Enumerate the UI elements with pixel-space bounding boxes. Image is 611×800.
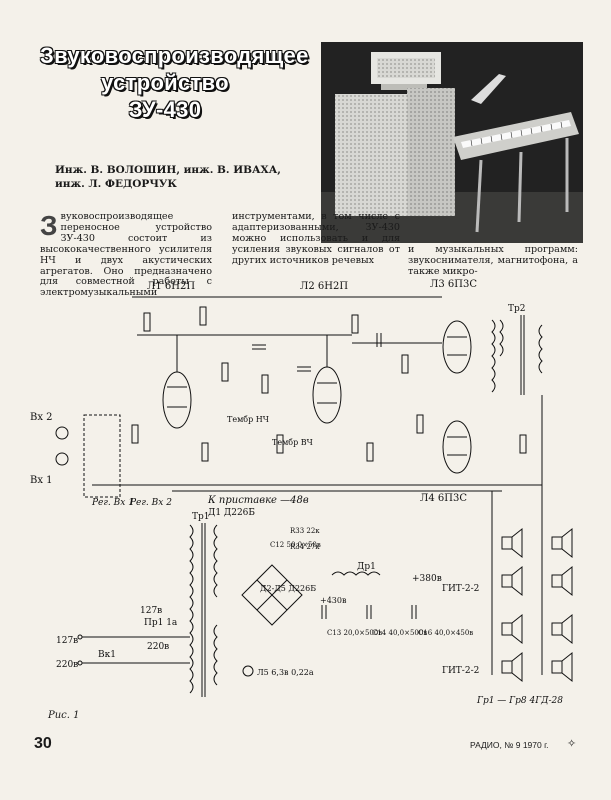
tweeter-1-label: ГИТ-2-2 bbox=[442, 584, 479, 594]
device-photo-art bbox=[321, 42, 583, 243]
r34-label: R34 27к bbox=[290, 543, 320, 551]
output-transformer bbox=[491, 315, 543, 395]
supply-rails bbox=[92, 296, 542, 492]
tr1-label: Тр1 bbox=[192, 512, 210, 522]
authors-line-1: Инж. В. ВОЛОШИН, инж. В. ИВАХА, bbox=[55, 164, 281, 176]
v430-label: +430в bbox=[320, 596, 347, 605]
article-title: Звуковоспроизводящее устройство ЗУ-430 bbox=[40, 42, 309, 123]
column-3-text: и музыкальных программ: звукоснимателя, … bbox=[408, 244, 578, 277]
power-transformer bbox=[189, 523, 218, 697]
pilot-lamp-label: Л5 6,3в 0,22а bbox=[257, 668, 314, 677]
reg-input-2-label: Рег. Вх 2 bbox=[129, 498, 172, 508]
authors: Инж. В. ВОЛОШИН, инж. В. ИВАХА, инж. Л. … bbox=[55, 163, 305, 191]
circuit-schematic: Л1 6Н2П Л2 6Н2П Л3 6П3С Л4 6П3С Тр2 bbox=[30, 279, 573, 706]
title-line-2: устройство bbox=[101, 70, 229, 95]
c14-label: С14 40,0×500в bbox=[372, 629, 427, 637]
v380-label: +380в bbox=[412, 574, 442, 584]
drop-cap: З bbox=[40, 210, 58, 241]
mains-220-tap-label: 220в bbox=[147, 642, 169, 652]
tone-hf-label: Тембр ВЧ bbox=[272, 438, 313, 447]
mains-terminal-1 bbox=[77, 634, 83, 640]
c12-label: С12 50,0×50в bbox=[270, 541, 321, 549]
footer-issue: РАДИО, № 9 1970 г. bbox=[470, 740, 549, 750]
speaker-group-2 bbox=[501, 613, 573, 683]
mains-terminal-2 bbox=[77, 660, 83, 666]
text-column-3: и музыкальных программ: звукоснимателя, … bbox=[408, 244, 578, 278]
diode-d1-label: Д1 Д226Б bbox=[208, 508, 255, 518]
tube-l3 bbox=[442, 320, 472, 374]
tube-l4 bbox=[442, 420, 472, 474]
input-1-label: Вх 1 bbox=[30, 475, 53, 486]
tone-lf-label: Тембр НЧ bbox=[227, 415, 269, 424]
tube-l1-label: Л1 6Н2П bbox=[147, 281, 195, 292]
device-photo bbox=[321, 42, 583, 243]
text-column-1: З вуковоспроизводящее переносное устройс… bbox=[40, 210, 212, 299]
mains-127-label: 127в bbox=[140, 606, 162, 616]
diode-bridge bbox=[241, 564, 303, 626]
attachment-label: К приставке —48в bbox=[207, 495, 309, 506]
column-2-text: инструментами, в том числе с адаптеризов… bbox=[232, 211, 400, 266]
tweeter-2-label: ГИТ-2-2 bbox=[442, 666, 479, 676]
speaker-group-1 bbox=[501, 527, 573, 597]
title-line-1: Звуковоспроизводящее bbox=[40, 43, 309, 68]
speakers-label: Гр1 — Гр8 4ГД-28 bbox=[476, 696, 563, 706]
tube-l2 bbox=[312, 335, 342, 424]
r33-label: R33 22к bbox=[290, 527, 320, 535]
title-line-3: ЗУ-430 bbox=[128, 97, 202, 122]
footer-ornament-icon: ✧ bbox=[567, 737, 577, 750]
input-2-label: Вх 2 bbox=[30, 412, 53, 423]
tube-l4-label: Л4 6П3С bbox=[420, 493, 467, 504]
mains-220-label: 220в bbox=[56, 660, 78, 670]
mains-127-input-label: 127в bbox=[56, 636, 78, 646]
text-column-2: инструментами, в том числе с адаптеризов… bbox=[232, 211, 400, 267]
c16-label: С16 40,0×450в bbox=[418, 629, 473, 637]
reg-input-1-label: Рег. Вх 1 bbox=[91, 498, 134, 508]
pilot-lamp bbox=[242, 665, 254, 677]
tube-l2-label: Л2 6Н2П bbox=[300, 281, 348, 292]
input-jacks bbox=[55, 414, 121, 498]
page-number: 30 bbox=[34, 735, 52, 752]
choke-coil bbox=[331, 571, 381, 576]
figure-label: Рис. 1 bbox=[48, 710, 80, 721]
resistor-network bbox=[131, 306, 527, 462]
filter-caps bbox=[321, 605, 417, 619]
tube-l3-label: Л3 6П3С bbox=[430, 279, 477, 290]
switch-label: Вк1 bbox=[98, 650, 116, 660]
tr2-label: Тр2 bbox=[508, 304, 526, 314]
tube-l1 bbox=[162, 335, 192, 429]
column-1-text: вуковоспроизводящее переносное устройств… bbox=[40, 211, 212, 299]
authors-line-2: инж. Л. ФЕДОРЧУК bbox=[55, 178, 177, 190]
fuse-label: Пр1 1а bbox=[144, 618, 178, 628]
bridge-label: Д2-Д5 Д226Б bbox=[260, 584, 316, 593]
c13-label: С13 20,0×500в bbox=[327, 629, 382, 637]
choke-label: Др1 bbox=[357, 562, 376, 572]
